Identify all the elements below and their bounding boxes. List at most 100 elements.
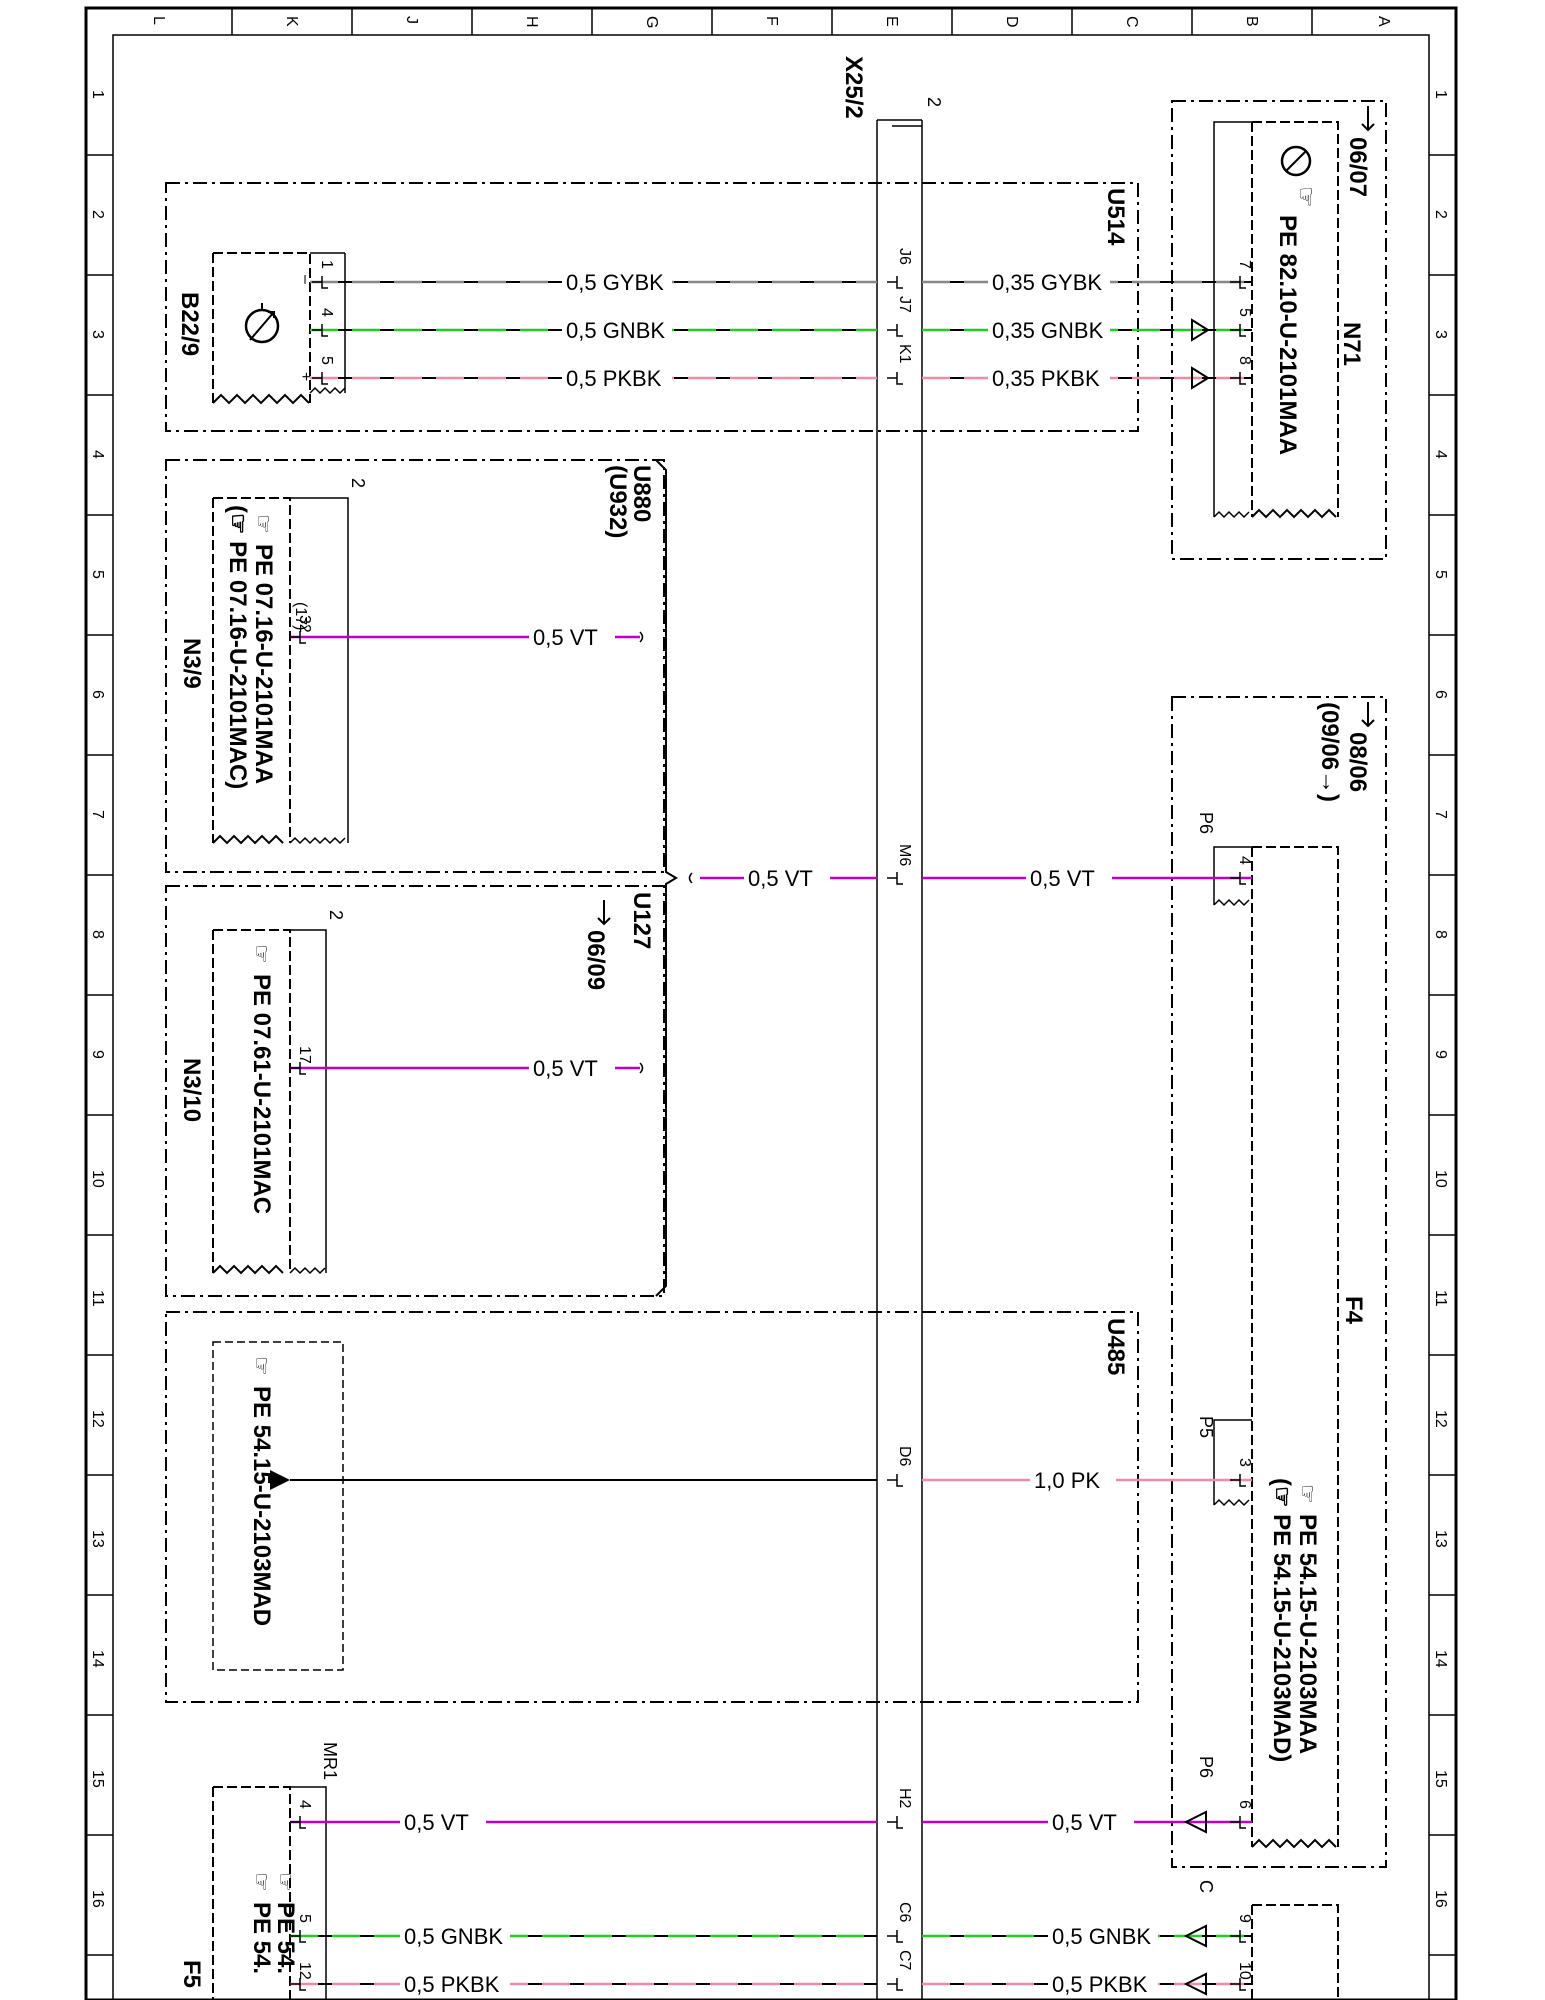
col-label-F: F — [763, 16, 780, 26]
wire-label-left: 0,5 GNBK — [404, 1924, 503, 1949]
col-label-J: J — [403, 16, 420, 24]
x25-pin: C7 — [896, 1950, 913, 1971]
pin-mark-right — [1230, 276, 1246, 289]
row-label-right-13: 13 — [1432, 1530, 1449, 1548]
pin-right: 4 — [1236, 856, 1253, 865]
pin-mark — [290, 631, 306, 644]
pin-mark-left — [290, 1930, 306, 1943]
component-f5: MR1 ☞ PE 54. ☞ PE 54. F5 C — [178, 1742, 1339, 2000]
label-bg — [400, 1922, 510, 1950]
connector-label: X25/2 — [840, 56, 867, 119]
row-label-right-16: 16 — [1432, 1890, 1449, 1908]
label-f4: F4 — [1340, 1296, 1367, 1325]
row-label-right-10: 10 — [1432, 1170, 1449, 1188]
label-u485: U485 — [1102, 1318, 1129, 1375]
hand-icon: ☞ — [1295, 1484, 1320, 1504]
brace — [655, 459, 678, 1297]
pin-mark-x25 — [887, 1930, 903, 1943]
col-label-H: H — [523, 16, 540, 28]
n71-ref: PE 82.10-U-2101MAA — [1274, 215, 1301, 455]
connector-triangle — [1191, 366, 1210, 390]
label-bg — [988, 268, 1110, 296]
ctr-pin: 2 — [326, 910, 346, 920]
connector-x25-2: X25/2 2 — [840, 56, 944, 2000]
component-f4: F4 08/06 (09/06→) ☞ PE 54.15-U-2103MAA (… — [1171, 696, 1387, 1868]
hand-icon: ☞ — [1292, 186, 1319, 208]
n3-9-ref1: PE 07.16-U-2101MAA — [250, 544, 277, 784]
label-bg — [988, 364, 1110, 392]
pin-num: 32 — [296, 615, 313, 633]
f4-date1: 08/06 — [1344, 732, 1371, 792]
wire-label-left: 0,5 PKBK — [404, 1972, 500, 1997]
label-bg — [1048, 1808, 1134, 1836]
row-label-left-4: 4 — [89, 450, 106, 459]
break-mark — [688, 872, 693, 884]
row-label-left-8: 8 — [89, 930, 106, 939]
pin-mark-x25 — [887, 324, 903, 337]
pin-mark-x25 — [887, 276, 903, 289]
hand-icon: ☞ — [249, 944, 274, 964]
col-label-D: D — [1003, 16, 1020, 28]
col-label-A: A — [1375, 16, 1392, 27]
label-bg — [400, 1808, 486, 1836]
u127-date: 06/09 — [582, 930, 609, 990]
row-label-right-1: 1 — [1432, 90, 1449, 99]
label-bg — [1030, 1466, 1116, 1494]
wire-label-left: 0,5 VT — [404, 1810, 469, 1835]
wire-label-left: 0,5 PKBK — [566, 366, 662, 391]
label-n71: N71 — [1338, 322, 1365, 366]
pin-mark-x25 — [887, 1816, 903, 1829]
label-bg — [988, 316, 1110, 344]
connector-triangle — [1183, 1972, 1207, 1996]
con-p6: P6 — [1196, 812, 1216, 834]
label-u880: U880 — [628, 465, 655, 522]
row-label-right-5: 5 — [1432, 570, 1449, 579]
pin-right: 9 — [1236, 1914, 1253, 1923]
hand-icon: ☞ — [249, 1872, 274, 1892]
pin-left: 1 — [318, 260, 335, 269]
pin-mark-left — [312, 276, 328, 289]
pin-mark-x25 — [887, 1474, 903, 1487]
hand-icon: ☞ — [251, 514, 276, 534]
pin-mark-right — [1230, 1816, 1246, 1829]
wire-label: 0,5 VT — [533, 625, 598, 650]
row-label-right-2: 2 — [1432, 210, 1449, 219]
label-bg — [562, 268, 672, 296]
row-label-left-10: 10 — [89, 1170, 106, 1188]
pin-num: 17 — [296, 1046, 313, 1064]
label-bg — [529, 623, 615, 651]
pin-left: 5 — [318, 356, 335, 365]
wire-label-right: 1,0 PK — [1034, 1468, 1100, 1493]
wire-label-left: 0,5 VT — [748, 866, 813, 891]
pin-right: 5 — [1236, 308, 1253, 317]
con-p5: P5 — [1196, 1416, 1216, 1438]
row-label-left-13: 13 — [89, 1530, 106, 1548]
pin-mark-left — [290, 1978, 306, 1991]
wire-label-left: 0,5 GYBK — [566, 270, 664, 295]
wire-label-left: 0,5 GNBK — [566, 318, 665, 343]
pin-left: 4 — [296, 1800, 313, 1809]
hand-icon: ☞ — [273, 1872, 298, 1892]
f5-ref2: PE 54. — [248, 1902, 275, 1974]
row-label-right-3: 3 — [1432, 330, 1449, 339]
col-label-C: C — [1123, 16, 1140, 28]
pin-mark-right — [1230, 1930, 1246, 1943]
label-u514: U514 — [1102, 188, 1129, 246]
connector-triangle — [1183, 1810, 1207, 1834]
row-label-right-9: 9 — [1432, 1050, 1449, 1059]
wire-label-right: 0,5 VT — [1052, 1810, 1117, 1835]
inner-frame — [112, 34, 1430, 2000]
u485-ref: PE 54.15-U-2103MAD — [248, 1386, 275, 1626]
con-c: C — [1196, 1880, 1216, 1893]
wire-label-right: 0,35 GNBK — [992, 318, 1104, 343]
x25-pin: C6 — [896, 1902, 913, 1923]
pin-mark-right — [1230, 1474, 1246, 1487]
pin-mark — [290, 1062, 306, 1075]
pin-right: 6 — [1236, 1800, 1253, 1809]
x25-pin: J6 — [896, 248, 913, 265]
component-u127: U127 06/09 N3/10 ☞ PE 07.61-U-2101MAC 2 — [165, 885, 665, 1297]
wire-label-right: 0,5 GNBK — [1052, 1924, 1151, 1949]
row-label-left-3: 3 — [89, 330, 106, 339]
